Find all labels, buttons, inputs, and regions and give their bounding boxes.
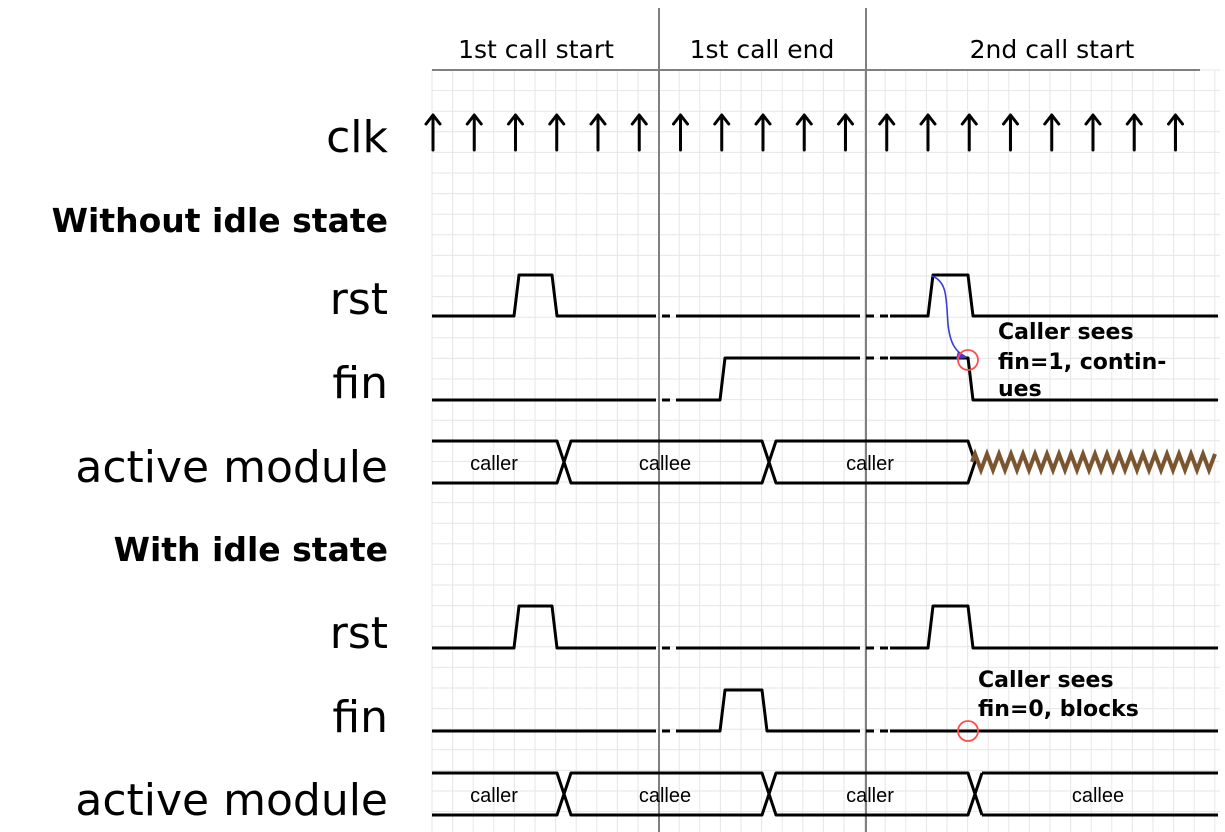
note-with-idle: Caller sees fin=0, blocks xyxy=(978,668,1139,722)
cause-arrow xyxy=(931,275,967,358)
bus-with-idle xyxy=(432,771,1218,817)
bus-undefined-zigzag xyxy=(970,448,1217,476)
clock-edge-arrow-icon xyxy=(1167,113,1184,152)
note-line: Caller sees xyxy=(998,320,1134,345)
note-line: fin=1, contin- xyxy=(998,350,1166,375)
signal-label-fin-with-idle: fin xyxy=(332,692,388,743)
clock-edge-arrow-icon xyxy=(1125,113,1143,152)
observation-marker xyxy=(957,720,979,742)
note-line: fin=0, blocks xyxy=(978,697,1139,722)
clock-edge-arrow-icon xyxy=(1002,113,1019,152)
clock-edge-arrow-icon xyxy=(878,113,896,152)
waveform-rst-without-idle xyxy=(432,273,1218,318)
signal-label-rst-without-idle: rst xyxy=(330,274,388,325)
phase-label-1st-call-end: 1st call end xyxy=(690,35,835,64)
clock-edge-arrow-icon xyxy=(548,113,566,152)
note-line: Caller sees xyxy=(978,668,1114,693)
bus-value-caller: caller xyxy=(470,453,518,475)
clock-label: clk xyxy=(326,112,388,163)
waveform-rst-with-idle xyxy=(432,604,1218,650)
bus-value-callee: callee xyxy=(1072,785,1124,807)
signal-label-fin-without-idle: fin xyxy=(332,358,388,409)
bus-value-callee: callee xyxy=(639,785,691,807)
waveform-fin-without-idle xyxy=(432,356,1218,402)
clock-edge-arrow-icon xyxy=(837,113,854,152)
clock-edge-arrow-icon xyxy=(919,113,937,152)
waveform-fin-with-idle xyxy=(432,688,1218,733)
clock-edge-arrow-icon xyxy=(713,113,731,152)
observation-marker xyxy=(957,349,979,371)
clock-edge-arrow-icon xyxy=(465,113,483,152)
signal-label-active-module-with-idle: active module xyxy=(75,775,388,826)
waveform-gap-marks-without-idle xyxy=(648,314,890,402)
bus-value-caller: caller xyxy=(470,785,518,807)
bus-without-idle xyxy=(432,439,977,485)
clock-edge-arrow-icon xyxy=(1084,113,1102,152)
clock-edge-arrow-icon xyxy=(507,113,524,152)
clock-edge-arrow-icon xyxy=(1043,113,1061,152)
phase-label-1st-call-start: 1st call start xyxy=(458,35,614,64)
phase-label-2nd-call-start: 2nd call start xyxy=(970,35,1135,64)
clock-edge-arrow-icon xyxy=(424,113,442,152)
note-without-idle: Caller sees fin=1, contin- ues xyxy=(998,320,1166,402)
bus-value-caller: caller xyxy=(846,453,894,475)
section-heading-without-idle: Without idle state xyxy=(52,201,388,240)
clock-edge-arrow-icon xyxy=(672,113,689,152)
section-heading-with-idle: With idle state xyxy=(114,530,388,569)
clock-edge-arrow-icon xyxy=(795,113,813,152)
note-line: ues xyxy=(998,377,1042,402)
bus-value-callee: callee xyxy=(639,453,691,475)
signal-label-rst-with-idle: rst xyxy=(330,608,388,659)
waveform-gap-marks-with-idle xyxy=(648,646,890,733)
bus-value-caller: caller xyxy=(846,785,894,807)
clock-edge-arrow-icon xyxy=(630,113,648,152)
clock-edge-arrow-icon xyxy=(960,113,978,152)
clock-edge-arrows xyxy=(424,113,1184,152)
signal-label-active-module-without-idle: active module xyxy=(75,442,388,493)
clock-edge-arrow-icon xyxy=(589,113,607,152)
clock-edge-arrow-icon xyxy=(754,113,772,152)
